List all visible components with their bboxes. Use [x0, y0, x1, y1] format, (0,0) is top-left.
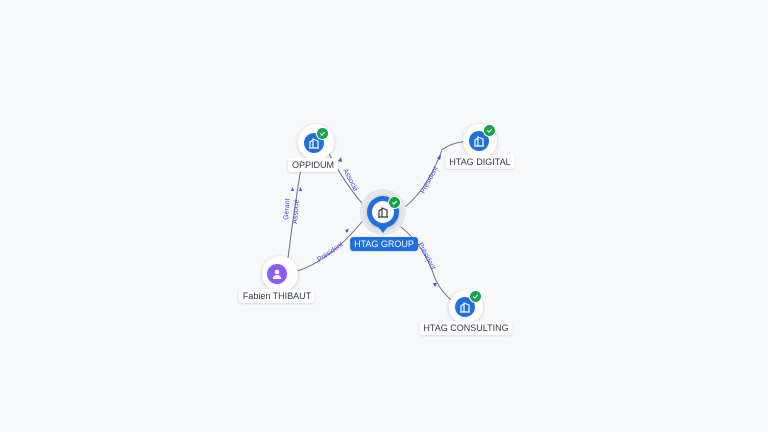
pin-tip: [377, 225, 389, 233]
edge-label-president-digital: Président: [420, 165, 440, 194]
arrow-associe-fabien-oppidum: [299, 187, 302, 191]
person-icon: [267, 264, 287, 284]
building-icon: [469, 131, 489, 151]
arrow-president-digital: [437, 155, 441, 160]
node-htag-consulting-label: HTAG CONSULTING: [419, 321, 513, 335]
edge-label-associe: Associé: [341, 168, 359, 193]
arrow-gerant-oppidum: [291, 187, 294, 191]
edge-label-president-consulting: Président: [416, 242, 436, 271]
edge-fabien-oppidum: [287, 167, 302, 259]
arrow-president-consulting: [433, 283, 437, 287]
arrow-associe-oppidum: [338, 157, 342, 162]
verified-check-icon: [316, 127, 329, 140]
arrow-president-group: [345, 229, 349, 233]
edge-label-associe-fabien: Associé: [292, 199, 301, 224]
edge-htag-group-htag-consulting: [397, 224, 459, 305]
node-oppidum-label: OPPIDUM: [287, 158, 339, 172]
edge-htag-group-htag-digital: [397, 140, 469, 213]
verified-check-icon: [469, 290, 482, 303]
node-fabien-thibaut-label: Fabien THIBAUT: [238, 289, 316, 303]
building-icon: [455, 297, 475, 317]
node-htag-group-label: HTAG GROUP: [350, 237, 418, 251]
verified-check-icon: [483, 124, 496, 137]
edge-label-gerant: Gérant: [283, 198, 291, 220]
edge-fabien-htag-group: [293, 217, 366, 273]
edge-label-president-fabien: Président: [316, 241, 344, 263]
verified-check-icon: [388, 196, 401, 209]
node-htag-digital-label: HTAG DIGITAL: [445, 155, 515, 169]
